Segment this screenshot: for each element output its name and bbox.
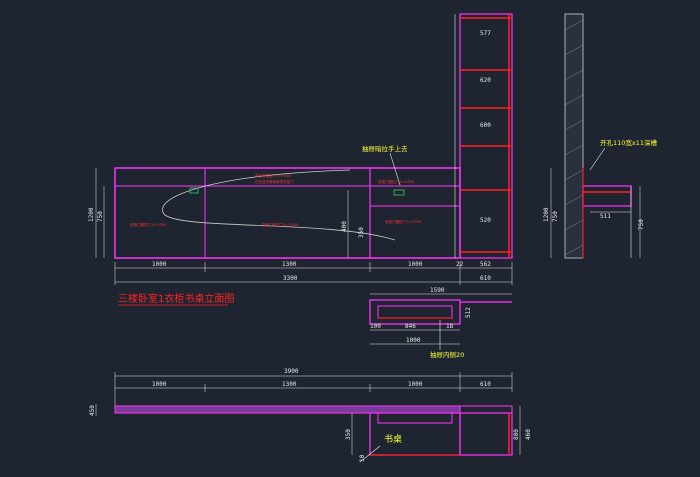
plan-dim-18: 18 — [446, 323, 454, 330]
section-left-1200: 1200 — [543, 207, 550, 222]
floor-dim-3900: 3900 — [284, 368, 299, 375]
floor-dim-800: 800 — [513, 429, 520, 440]
drawing-title: 三楼卧室1衣柜书桌立面图 — [118, 292, 234, 305]
plan-dim-1590: 1590 — [430, 287, 445, 294]
red-note-3: 衣柜门推拉门 h=3300 — [130, 222, 166, 227]
floor-dim-450: 450 — [89, 405, 96, 416]
desk-dim-350: 350 — [345, 429, 352, 440]
tall-plan-strip — [459, 405, 513, 414]
red-note-5: 衣柜门推拉门 h=3300 — [378, 179, 414, 184]
tall-dim-2: 620 — [480, 77, 491, 84]
plan-dim-512: 512 — [465, 307, 472, 318]
floor-dim-1300: 1300 — [282, 381, 297, 388]
dim-610: 610 — [480, 275, 491, 282]
red-note-4: 衣柜门推拉门 h=3300 — [262, 222, 298, 227]
section-right-750: 750 — [638, 219, 645, 230]
note-slot: 开孔110宽x11深槽 — [600, 138, 658, 147]
plan-dim-1000: 1000 — [406, 337, 421, 344]
drawer-plan: 1590 100 846 18 1000 512 抽屉内侧20 — [369, 287, 512, 359]
note-drawer-pull: 抽屉暗拉手上去 — [362, 144, 408, 153]
dim-left-750: 750 — [97, 211, 104, 222]
dim-1000-b: 1000 — [408, 261, 423, 268]
tall-dim-4: 520 — [480, 217, 491, 224]
section-desk-top — [582, 185, 632, 207]
desk-leader — [359, 445, 381, 463]
door-swing-curve — [162, 169, 396, 241]
section-dim-511: 511 — [600, 213, 611, 220]
tall-plan-body — [459, 412, 513, 456]
red-note-6: 衣柜门推拉门 h=3300 — [385, 219, 421, 224]
dim-left-1200: 1200 — [88, 207, 95, 222]
dim-1000-a: 1000 — [152, 261, 167, 268]
plan-dim-846: 846 — [405, 323, 416, 330]
desk-drawer-plan — [377, 412, 453, 424]
side-section: 开孔110宽x11深槽 511 1200 750 750 — [543, 13, 658, 259]
tall-cabinet-outline — [459, 13, 513, 259]
handle-icon-1 — [189, 187, 199, 194]
dim-desk-350: 350 — [358, 227, 365, 238]
desk-plan — [369, 412, 461, 456]
dim-desk-400: 400 — [341, 221, 348, 232]
drawer-inner — [377, 305, 453, 319]
section-left-750: 750 — [552, 211, 559, 222]
dim-22: 22 — [456, 261, 464, 268]
plan-dim-100: 100 — [370, 323, 381, 330]
dim-562: 562 — [480, 261, 491, 268]
wall-hatch — [564, 13, 584, 259]
slot-leader-line — [589, 147, 606, 171]
red-note-1: 衣柜门推拉门 h=3300 — [255, 173, 291, 178]
handle-icon-2 — [393, 189, 405, 196]
dim-3300: 3300 — [283, 275, 298, 282]
floor-dim-610: 610 — [480, 381, 491, 388]
note-drawer-inside: 抽屉内侧20 — [430, 350, 464, 359]
note-leader-line — [389, 152, 401, 186]
floor-dim-1000-a: 1000 — [152, 381, 167, 388]
drawer-outline — [369, 299, 461, 325]
desk-dim-10: 10 — [359, 454, 366, 462]
tall-cabinet: 577 620 600 520 — [454, 13, 513, 259]
floor-plan: 3900 1000 1300 1000 610 书桌 450 350 10 80… — [89, 368, 532, 463]
wardrobe-elevation: 衣柜门推拉门 h=3300 白色亚光面板烤漆衣柜门 衣柜门推拉门 h=3300 … — [88, 144, 513, 285]
tall-dim-1: 577 — [480, 30, 491, 37]
floor-dim-1000-b: 1000 — [408, 381, 423, 388]
tall-dim-3: 600 — [480, 122, 491, 129]
desk-label: 书桌 — [384, 433, 402, 445]
floor-dim-460: 460 — [525, 429, 532, 440]
dim-1300: 1300 — [282, 261, 297, 268]
red-note-2: 白色亚光面板烤漆衣柜门 — [255, 179, 294, 184]
wardrobe-plan-strip — [114, 405, 461, 414]
